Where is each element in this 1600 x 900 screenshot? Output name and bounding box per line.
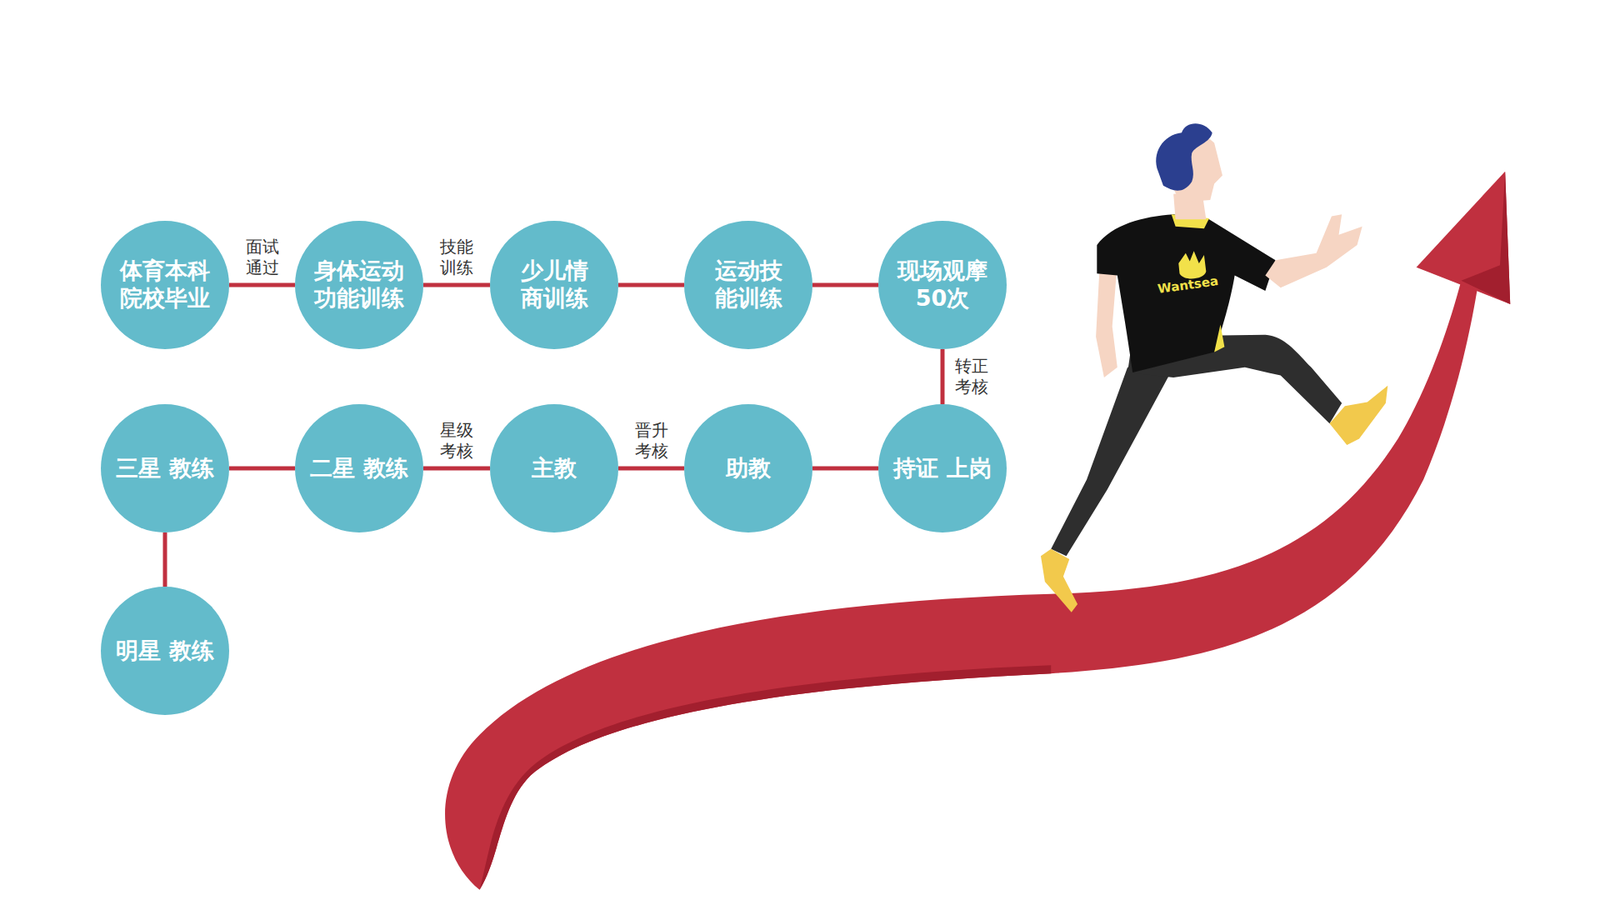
edge-label: 技能 训练 [437,236,476,279]
path-connector [618,283,685,288]
runner-back-arm [1095,260,1118,378]
edge-label: 转正 考核 [952,355,991,398]
step-text: 少儿情 商训练 [505,257,604,313]
step-circle: 持证 上岗 [878,404,1007,533]
step-text: 主教 [505,455,604,483]
path-connector [812,283,879,288]
path-connector [812,466,879,471]
growth-arrow-shade [480,665,1052,890]
step-text: 运动技 能训练 [699,257,798,313]
growth-arrow-head [1416,171,1511,305]
step-circle: 二星 教练 [295,404,424,533]
step-text: 身体运动 功能训练 [310,257,409,313]
runner-front-shoe [1330,385,1389,445]
edge-label: 面试 通过 [243,236,282,279]
growth-arrow-body [445,280,1478,890]
runner-hair [1155,123,1212,191]
step-text: 助教 [699,455,798,483]
step-text: 三星 教练 [115,455,215,483]
step-text: 二星 教练 [310,455,409,483]
step-text: 持证 上岗 [893,455,992,483]
step-circle: 少儿情 商训练 [490,220,619,350]
path-connector [229,283,295,288]
runner-back-leg [1050,367,1174,557]
runner-back-shoe [1040,549,1078,613]
path-connector [423,466,490,471]
growth-arrow-head-shade [1460,171,1510,305]
step-circle: 三星 教练 [100,404,230,533]
step-text: 明星 教练 [115,637,215,665]
step-circle: 运动技 能训练 [684,220,813,350]
step-circle: 明星 教练 [100,586,230,715]
step-text: 现场观摩 50次 [893,257,992,313]
path-connector [229,466,295,471]
runner-shirt [1096,214,1275,373]
step-circle: 主教 [490,404,619,533]
path-connector [618,466,685,471]
step-text: 体育本科 院校毕业 [115,257,215,313]
step-circle: 助教 [684,404,813,533]
edge-label: 晋升 考核 [632,420,671,462]
edge-label: 星级 考核 [437,420,476,462]
runner-front-arm [1265,214,1362,288]
step-circle: 现场观摩 50次 [878,220,1007,350]
step-circle: 体育本科 院校毕业 [100,220,230,350]
path-connector [163,532,168,587]
path-connector [423,283,490,288]
path-connector [940,349,945,405]
step-circle: 身体运动 功能训练 [295,220,424,350]
